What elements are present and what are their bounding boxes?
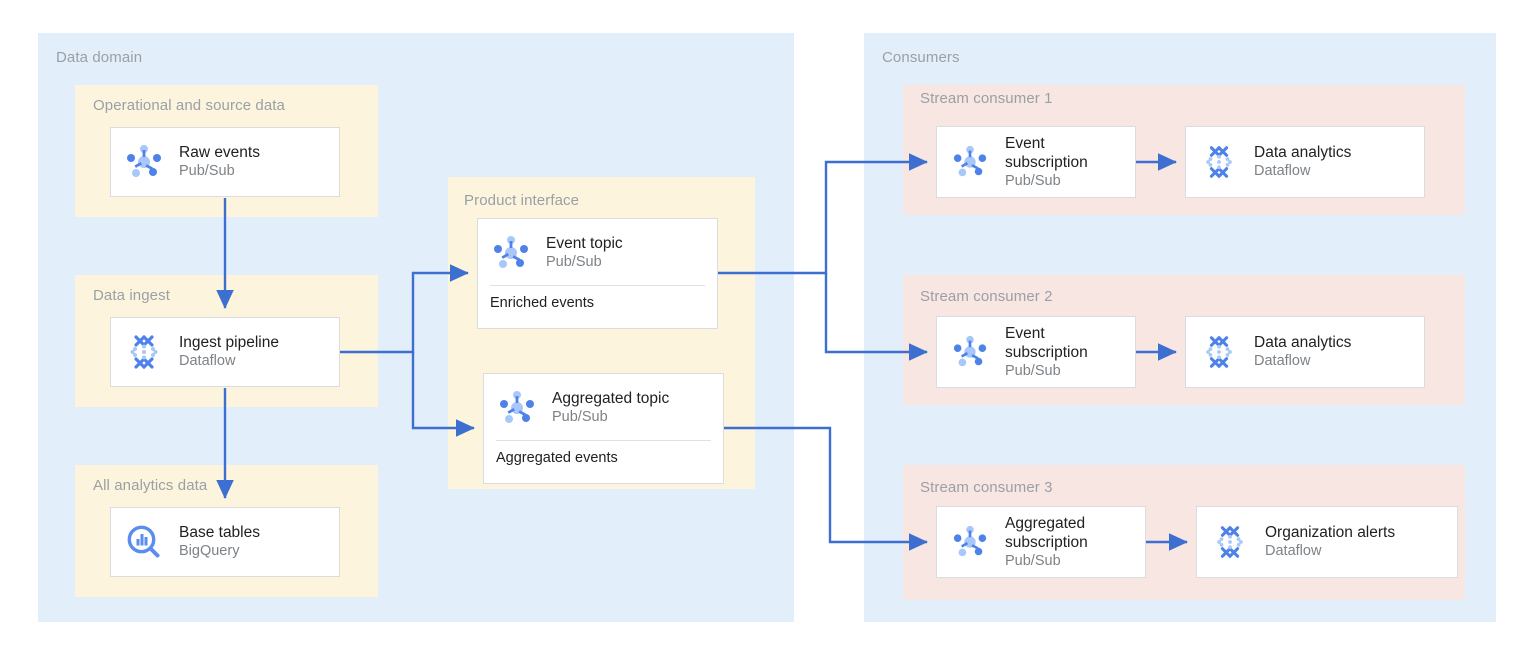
- dataflow-icon: [1209, 521, 1251, 563]
- subgroup-data-ingest-label: Data ingest: [93, 287, 170, 304]
- node-subtitle: Dataflow: [179, 353, 236, 369]
- dataflow-icon: [1198, 141, 1240, 183]
- node-footer: Aggregated events: [496, 450, 618, 466]
- pubsub-icon: [949, 521, 991, 563]
- node-ingest-pipeline[interactable]: Ingest pipeline Dataflow: [110, 317, 340, 387]
- subgroup-operational-label: Operational and source data: [93, 97, 285, 114]
- node-data-analytics-1[interactable]: Data analytics Dataflow: [1185, 126, 1425, 198]
- node-base-tables[interactable]: Base tables BigQuery: [110, 507, 340, 577]
- bigquery-icon: [123, 521, 165, 563]
- subgroup-consumer-2-label: Stream consumer 2: [920, 288, 1053, 305]
- node-event-subscription-2[interactable]: Event subscription Pub/Sub: [936, 316, 1136, 388]
- node-subtitle: Dataflow: [1265, 543, 1322, 559]
- subgroup-product-interface-label: Product interface: [464, 192, 580, 209]
- node-title: Event topic: [546, 235, 623, 252]
- node-event-subscription-1[interactable]: Event subscription Pub/Sub: [936, 126, 1136, 198]
- node-title: Data analytics: [1254, 334, 1352, 351]
- node-event-topic[interactable]: Event topic Pub/Sub Enriched events: [477, 218, 718, 329]
- subgroup-consumer-3-label: Stream consumer 3: [920, 479, 1053, 496]
- node-subtitle: BigQuery: [179, 543, 240, 559]
- subgroup-all-analytics-label: All analytics data: [93, 477, 208, 494]
- node-subtitle: Pub/Sub: [552, 409, 608, 425]
- group-data-domain-label: Data domain: [56, 49, 143, 66]
- node-subtitle: Dataflow: [1254, 353, 1311, 369]
- node-organization-alerts-3[interactable]: Organization alerts Dataflow: [1196, 506, 1458, 578]
- node-data-analytics-2[interactable]: Data analytics Dataflow: [1185, 316, 1425, 388]
- node-subtitle: Dataflow: [1254, 163, 1311, 179]
- node-title: Event subscription: [1005, 134, 1088, 171]
- node-raw-events[interactable]: Raw events Pub/Sub: [110, 127, 340, 197]
- node-title: Ingest pipeline: [179, 334, 279, 351]
- group-consumers-label: Consumers: [882, 49, 960, 66]
- dataflow-icon: [123, 331, 165, 373]
- node-title: Aggregated topic: [552, 390, 670, 407]
- node-subtitle: Pub/Sub: [1005, 362, 1061, 379]
- pubsub-icon: [949, 141, 991, 183]
- node-subtitle: Pub/Sub: [179, 163, 235, 179]
- node-title: Data analytics: [1254, 144, 1352, 161]
- card-divider: [496, 440, 711, 441]
- node-title: Event subscription: [1005, 324, 1088, 361]
- subgroup-consumer-1-label: Stream consumer 1: [920, 90, 1053, 107]
- card-divider: [490, 285, 705, 286]
- node-subtitle: Pub/Sub: [1005, 552, 1061, 569]
- node-aggregated-subscription-3[interactable]: Aggregated subscription Pub/Sub: [936, 506, 1146, 578]
- node-title: Aggregated subscription: [1005, 514, 1088, 551]
- pubsub-icon: [490, 232, 532, 274]
- pubsub-icon: [123, 141, 165, 183]
- node-subtitle: Pub/Sub: [1005, 172, 1061, 189]
- dataflow-icon: [1198, 331, 1240, 373]
- node-title: Raw events: [179, 144, 260, 161]
- node-aggregated-topic[interactable]: Aggregated topic Pub/Sub Aggregated even…: [483, 373, 724, 484]
- node-footer: Enriched events: [490, 295, 594, 311]
- node-title: Organization alerts: [1265, 524, 1396, 541]
- node-subtitle: Pub/Sub: [546, 254, 602, 270]
- pubsub-icon: [496, 387, 538, 429]
- pubsub-icon: [949, 331, 991, 373]
- node-title: Base tables: [179, 524, 260, 541]
